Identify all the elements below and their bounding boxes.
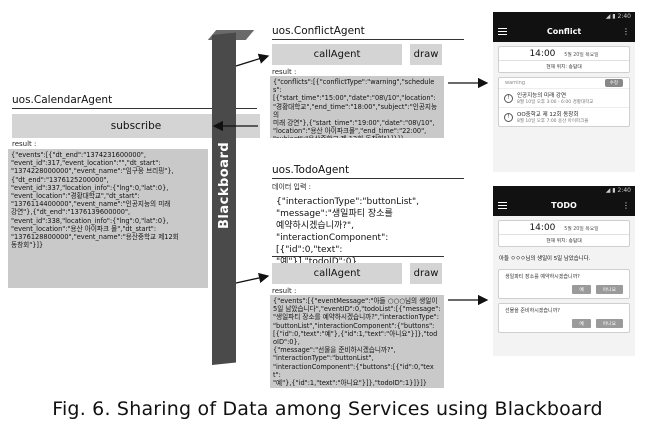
status-bar: ◢ ▮ 2:40 <box>493 186 635 196</box>
todo-data-input-underline <box>272 256 444 257</box>
todo-answer-buttons: 예 아니요 <box>499 283 629 298</box>
figure-caption: Fig. 6. Sharing of Data among Services u… <box>52 398 603 420</box>
edit-button[interactable]: 수정 <box>604 79 623 87</box>
conflict-result-text: {"conflicts":[{"conflictType":"warning",… <box>270 76 444 138</box>
todo-question: 생일파티 장소를 예약하시겠습니까? <box>505 274 580 280</box>
more-icon[interactable]: ⋮ <box>622 201 630 210</box>
current-date: 5월 20일 목요일 <box>564 53 599 58</box>
menu-icon[interactable] <box>498 202 507 211</box>
conflict-item-title: 인공지능의 미래 강연 <box>517 93 567 99</box>
menu-icon[interactable] <box>498 28 507 37</box>
current-time: 14:00 <box>529 49 556 59</box>
conflict-item[interactable]: ! OO중학교 제 12회 동창회 8월 10일 오후 7:00 용산 아이파크… <box>499 107 629 126</box>
todo-result-label: result : <box>272 287 297 295</box>
conflict-draw-button[interactable]: draw <box>410 44 442 65</box>
conflict-result-label: result : <box>272 68 297 76</box>
current-date: 5월 20일 목요일 <box>564 227 599 232</box>
yes-button[interactable]: 예 <box>572 319 591 328</box>
conflict-item-detail: 8월 10일 오후 3:00 - 6:00 경황대학교 <box>517 100 594 105</box>
todo-answer-buttons: 예 아니요 <box>499 317 629 332</box>
time-row: 14:00 5월 20일 목요일 <box>499 47 629 60</box>
todo-result-text: {"events":[{"eventMessage":"아들 ○○○님의 생일이… <box>270 295 444 388</box>
arrow-blackboard-to-todo <box>235 272 270 284</box>
conflict-item-detail: 8월 10일 오후 7:00 용산 아이파크몰 <box>517 119 589 124</box>
todo-agent-name-field[interactable]: uos.TodoAgent <box>272 163 464 179</box>
current-time: 14:00 <box>529 223 556 233</box>
current-location: 현재 위치: 송답대 <box>499 60 629 72</box>
time-card: 14:00 5월 20일 목요일 현재 위치: 송답대 <box>498 220 630 247</box>
app-bar: Conflict ⋮ <box>493 22 635 42</box>
warning-card: warning 수정 ! 인공지능의 미래 강연 8월 10일 오후 3:00 … <box>498 77 630 127</box>
todo-data-input-label: 데이터 입력 : <box>272 183 312 191</box>
calendar-agent-name-field[interactable]: uos.CalendarAgent <box>12 92 257 109</box>
todo-phone-screen: ◢ ▮ 2:40 TODO ⋮ 14:00 5월 20일 목요일 현재 위치: … <box>493 186 635 356</box>
warning-header: warning 수정 <box>499 78 629 88</box>
yes-button[interactable]: 예 <box>572 285 591 294</box>
calendar-result-label: result : <box>12 140 37 148</box>
alert-icon: ! <box>504 93 513 103</box>
conflict-phone-screen: ◢ ▮ 2:40 Conflict ⋮ 14:00 5월 20일 목요일 현재 … <box>493 12 635 172</box>
time-card: 14:00 5월 20일 목요일 현재 위치: 송답대 <box>498 46 630 73</box>
more-icon[interactable]: ⋮ <box>622 27 630 36</box>
app-title: Conflict <box>546 27 582 36</box>
alert-icon: ! <box>504 112 513 122</box>
warning-label: warning <box>505 80 526 86</box>
time-row: 14:00 5월 20일 목요일 <box>499 221 629 234</box>
todo-data-input-field[interactable]: {"interactionType":"buttonList", "messag… <box>276 197 419 267</box>
calendar-result-text: {"events":[{"dt_end":"1374231600000", "e… <box>8 149 208 288</box>
todo-question-card: 생일파티 장소를 예약하시겠습니까? 예 아니요 <box>498 269 630 299</box>
no-button[interactable]: 아니요 <box>595 285 623 294</box>
conflict-call-agent-button[interactable]: callAgent <box>272 44 402 65</box>
current-location: 현재 위치: 송답대 <box>499 234 629 246</box>
conflict-agent-name-field[interactable]: uos.ConflictAgent <box>272 24 464 40</box>
no-button[interactable]: 아니요 <box>595 319 623 328</box>
app-title: TODO <box>551 201 577 210</box>
todo-call-agent-button[interactable]: callAgent <box>272 263 402 284</box>
todo-draw-button[interactable]: draw <box>410 263 442 284</box>
todo-question: 선물을 준비하시겠습니까? <box>505 308 560 314</box>
todo-question-card: 선물을 준비하시겠습니까? 예 아니요 <box>498 303 630 333</box>
conflict-item-title: OO중학교 제 12회 동창회 <box>517 112 579 118</box>
app-bar: TODO ⋮ <box>493 196 635 216</box>
todo-event-message: 아들 ㅇㅇㅇ님의 생일이 5일 남았습니다. <box>499 256 591 262</box>
conflict-item[interactable]: ! 인공지능의 미래 강연 8월 10일 오후 3:00 - 6:00 경황대학… <box>499 88 629 107</box>
arrow-blackboard-to-conflict <box>235 53 270 67</box>
status-bar: ◢ ▮ 2:40 <box>493 12 635 22</box>
